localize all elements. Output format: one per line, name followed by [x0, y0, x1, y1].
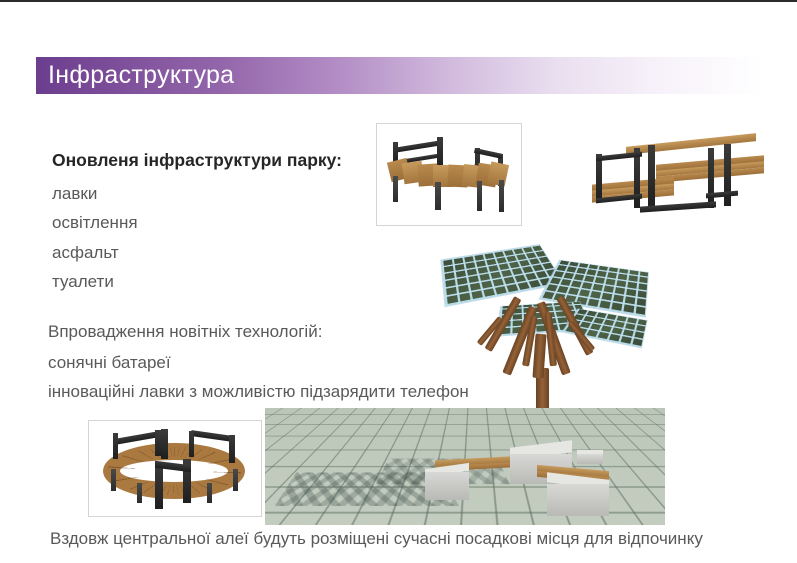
curved-bench-frame: [376, 123, 522, 226]
title-banner: [36, 57, 762, 94]
list-item-lighting: освітлення: [52, 213, 138, 232]
list-item-asphalt: асфальт: [52, 243, 119, 262]
circular-bench-photo: [89, 421, 261, 516]
list-item-benches: лавки: [52, 184, 98, 203]
heading-technologies: Впровадження новітніх технологій:: [48, 322, 323, 341]
list-item-toilets: туалети: [52, 272, 114, 291]
double-sided-bench-photo: [578, 118, 770, 228]
circular-bench-frame: [88, 420, 262, 517]
bottom-caption: Вздовж центральної алеї будуть розміщені…: [50, 529, 703, 548]
slide-top-edge: [0, 0, 797, 2]
page-title: Інфраструктура: [48, 61, 235, 89]
list-item-charging-bench: інноваційні лавки з можливістю підзаряди…: [48, 382, 469, 401]
list-item-solar: сонячні батареї: [48, 353, 171, 372]
curved-bench-photo: [377, 124, 521, 225]
solar-tree-illustration: [440, 238, 675, 433]
plaza-3d-render: [265, 408, 665, 525]
heading-infrastructure: Оновленя інфраструктури парку:: [52, 150, 342, 170]
